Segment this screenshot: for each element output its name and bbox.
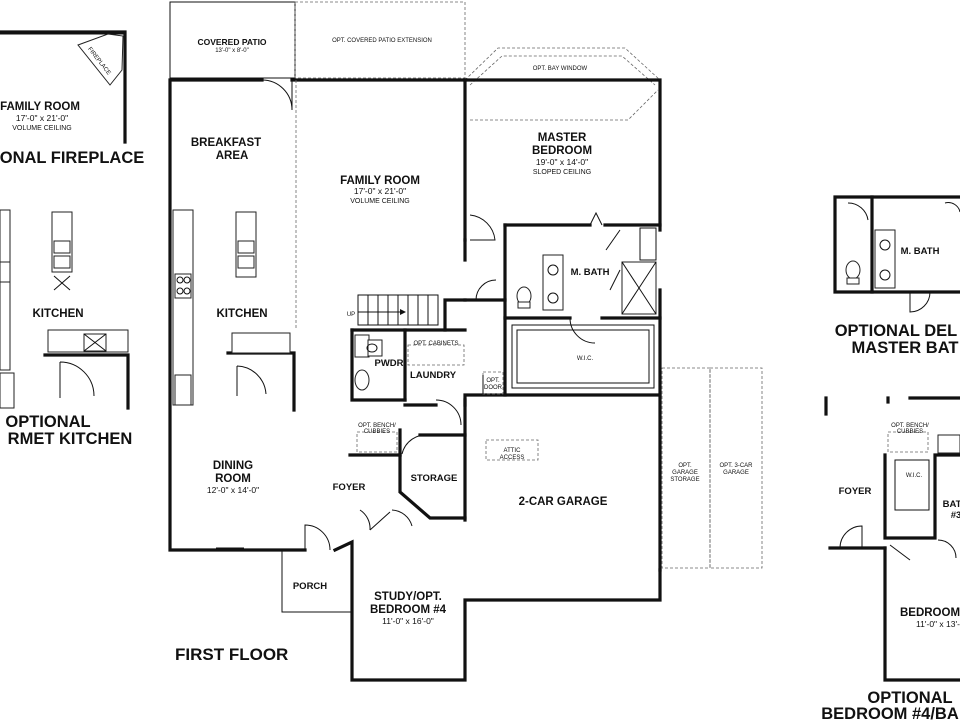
bed4-bench-label-2: CUBBIES bbox=[897, 429, 923, 435]
opt-bay-window-label: OPT. BAY WINDOW bbox=[533, 66, 588, 72]
exterior-walls bbox=[168, 78, 662, 682]
opt-bench-label-1: OPT. BENCH/ bbox=[358, 423, 396, 429]
optional-deluxe-bath-inset: M. BATH OPTIONAL DEL MASTER BAT bbox=[833, 195, 960, 357]
bed4-bedroom-label: BEDROOM bbox=[900, 607, 960, 619]
fireplace-icon bbox=[77, 33, 124, 86]
covered-patio-size: 13'-0" x 8'-0" bbox=[215, 48, 249, 54]
kitchen-label: KITCHEN bbox=[216, 308, 267, 320]
stairs: UP bbox=[347, 294, 439, 326]
bed4-bath-label-1: BAT bbox=[943, 499, 960, 510]
opt-cabinets-label: OPT. CABINETS bbox=[413, 341, 458, 347]
family-room-size: 17'-0" x 21'-0" bbox=[354, 186, 406, 196]
room-labels: BREAKFAST AREA FAMILY ROOM 17'-0" x 21'-… bbox=[175, 132, 610, 664]
dining-label-1: DINING bbox=[213, 460, 253, 472]
porch bbox=[216, 547, 352, 613]
dining-label-2: ROOM bbox=[215, 473, 251, 485]
study-size: 11'-0" x 16'-0" bbox=[382, 616, 434, 626]
fp-family-room-label: FAMILY ROOM bbox=[0, 101, 80, 113]
wic-label: W.I.C. bbox=[577, 356, 594, 362]
kitchen-fixtures: KITCHEN bbox=[172, 209, 296, 412]
deluxe-mbath-label: M. BATH bbox=[901, 246, 940, 257]
optional-garage-extensions: OPT. GARAGE STORAGE OPT. 3-CAR GARAGE bbox=[661, 367, 763, 569]
porch-label: PORCH bbox=[293, 581, 327, 592]
bed4-wic-label: W.I.C. bbox=[906, 473, 923, 479]
opt-garage-storage-2: GARAGE bbox=[672, 470, 698, 476]
powder-laundry-fixtures bbox=[354, 334, 539, 461]
master-bedroom-note: SLOPED CEILING bbox=[533, 169, 591, 176]
master-bath-label: M. BATH bbox=[571, 267, 610, 278]
garage-label: 2-CAR GARAGE bbox=[519, 496, 608, 508]
breakfast-label-1: BREAKFAST bbox=[191, 137, 261, 149]
optional-deluxe-title-line1: OPTIONAL DEL bbox=[835, 322, 958, 340]
study-label-2: BEDROOM #4 bbox=[370, 604, 447, 616]
breakfast-label-2: AREA bbox=[216, 150, 249, 162]
optional-fireplace-inset: FIREPLACE FAMILY ROOM 17'-0" x 21'-0" VO… bbox=[0, 30, 144, 167]
pwdr-label: PWDR bbox=[374, 358, 403, 369]
master-bedroom-label-1: MASTER bbox=[538, 132, 587, 144]
storage-label: STORAGE bbox=[411, 473, 458, 484]
opt-3car-garage-2: GARAGE bbox=[723, 470, 749, 476]
bed4-bedroom-size: 11'-0" x 13'- bbox=[916, 619, 960, 629]
bed4-foyer-label: FOYER bbox=[839, 486, 872, 497]
opt-bench-label-2: CUBBIES bbox=[364, 429, 390, 435]
opt-garage-storage-3: STORAGE bbox=[670, 477, 699, 483]
optional-gourmet-title-line2: RMET KITCHEN bbox=[8, 430, 133, 448]
master-bedroom-label-2: BEDROOM bbox=[532, 145, 592, 157]
opt-garage-storage-1: OPT. bbox=[678, 463, 692, 469]
interior-walls bbox=[261, 79, 662, 551]
optional-gourmet-title-line1: OPTIONAL bbox=[5, 413, 90, 431]
attic-access-label-1: ATTIC bbox=[504, 448, 522, 454]
family-room-label: FAMILY ROOM bbox=[340, 175, 420, 187]
master-bath-fixtures bbox=[516, 211, 657, 315]
opt-patio-extension-label: OPT. COVERED PATIO EXTENSION bbox=[332, 38, 432, 44]
dining-size: 12'-0" x 14'-0" bbox=[207, 485, 259, 495]
optional-bedroom4-inset: OPT. BENCH/ CUBBIES W.I.C. FOYER BAT #3 … bbox=[821, 396, 960, 720]
covered-patio-label: COVERED PATIO bbox=[197, 37, 266, 47]
master-bedroom-size: 19'-0" x 14'-0" bbox=[536, 157, 588, 167]
bed4-bench-label-1: OPT. BENCH/ bbox=[891, 423, 929, 429]
fp-family-room-note: VOLUME CEILING bbox=[12, 125, 72, 132]
patio-area: COVERED PATIO 13'-0" x 8'-0" OPT. COVERE… bbox=[169, 1, 661, 121]
laundry-label: LAUNDRY bbox=[410, 370, 457, 381]
foyer-label: FOYER bbox=[333, 482, 366, 493]
opt-3car-garage-1: OPT. 3-CAR bbox=[719, 463, 753, 469]
opt-door-label-1: OPT. bbox=[486, 378, 500, 384]
optional-kitchen-inset: KITCHEN OPTIONAL RMET KITCHEN bbox=[0, 209, 133, 448]
arrow-right-icon bbox=[400, 309, 406, 315]
gourmet-kitchen-label: KITCHEN bbox=[32, 308, 83, 320]
attic-access-label-2: ACCESS bbox=[500, 455, 525, 461]
optional-bed4-title-line1: OPTIONAL bbox=[867, 689, 952, 707]
up-label: UP bbox=[347, 312, 355, 318]
wic-area bbox=[511, 324, 655, 389]
first-floor-title: FIRST FLOOR bbox=[175, 645, 288, 664]
optional-deluxe-title-line2: MASTER BAT bbox=[852, 339, 959, 357]
bed4-bath-label-2: #3 bbox=[951, 510, 960, 521]
fp-family-room-size: 17'-0" x 21'-0" bbox=[16, 113, 68, 123]
study-label-1: STUDY/OPT. bbox=[374, 591, 442, 603]
optional-fireplace-title: ONAL FIREPLACE bbox=[0, 149, 144, 167]
opt-door-label-2: DOOR bbox=[484, 385, 503, 391]
family-room-note: VOLUME CEILING bbox=[350, 198, 410, 205]
optional-bed4-title-line2: BEDROOM #4/BA bbox=[821, 705, 959, 720]
